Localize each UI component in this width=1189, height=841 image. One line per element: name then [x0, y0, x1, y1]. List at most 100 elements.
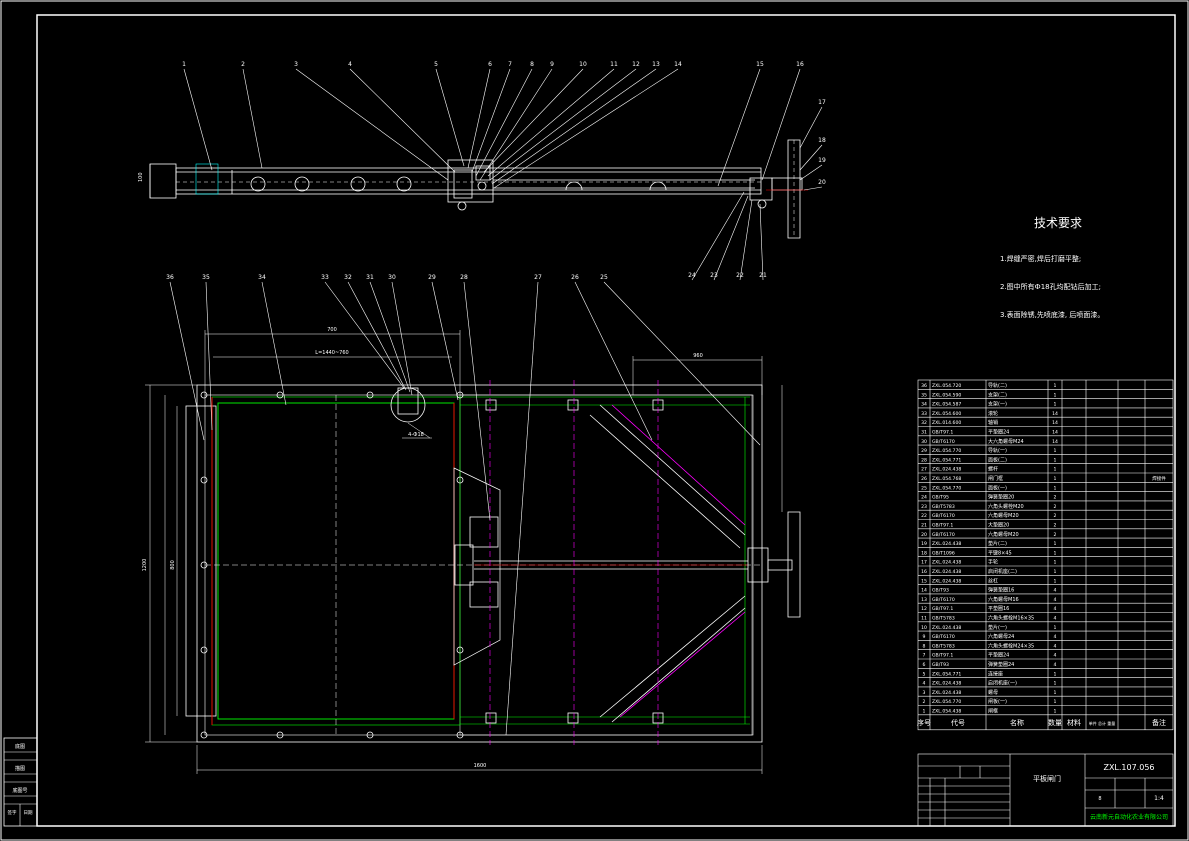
- dimensions: [145, 330, 783, 774]
- bom-cell: 31: [921, 430, 927, 436]
- side-balloon-19: 19: [818, 157, 826, 164]
- side-balloon-18: 18: [818, 137, 826, 144]
- bom-cell: ZXL.024.438: [932, 625, 961, 631]
- bom-cell: 2: [1054, 532, 1057, 538]
- bom-cell: 4: [1054, 643, 1057, 649]
- bom-cell: 4: [1054, 653, 1057, 659]
- bom-header-4: 材料: [1067, 718, 1081, 727]
- bom-cell: 螺杆: [988, 466, 998, 473]
- drawing-name: 平板闸门: [1033, 774, 1061, 783]
- bom-cell: 10: [921, 625, 927, 631]
- bom-cell: GB/T5783: [932, 643, 955, 649]
- front-balloon-7: 31: [366, 274, 374, 281]
- bom-cell: ZXL.024.438: [932, 560, 961, 566]
- bom-cell: GB/T6170: [932, 513, 955, 519]
- stamp-label-3: 签字: [8, 809, 17, 816]
- bom-cell: 2: [1054, 513, 1057, 519]
- bom-cell: 大六角螺母M24: [988, 438, 1024, 445]
- left-stamp: 底图 描图 底图号 签字 日期: [3, 737, 38, 827]
- bom-cell: ZXL.054.770: [932, 699, 961, 705]
- front-balloon-4: 28: [460, 274, 468, 281]
- bom-cell: 闸板(一): [988, 698, 1007, 705]
- dimension-texts: 1600 700 L=1440~760 960 1200 800 4-Ф18: [142, 327, 703, 769]
- bom-cell: 15: [921, 578, 927, 584]
- bom-cell: 1: [1054, 541, 1057, 547]
- bom-cell: 14: [1052, 430, 1058, 436]
- bom-cell: ZXL.054.587: [932, 402, 961, 408]
- bom-cell: GB/T97.1: [932, 523, 953, 529]
- bom-header-6: 备注: [1152, 718, 1166, 727]
- bom-cell: 1: [1054, 467, 1057, 473]
- bom-cell: ZXL.054.771: [932, 457, 961, 463]
- bom-cell: 5: [923, 671, 926, 677]
- bom-cell: 4: [1054, 597, 1057, 603]
- front-balloon-6: 30: [388, 274, 396, 281]
- stamp-label-4: 日期: [24, 810, 33, 816]
- bom-cell: ZXL.024.438: [932, 467, 961, 473]
- bom-cell: 平键8×45: [988, 549, 1012, 556]
- bom-cell: ZXL.054.590: [932, 392, 961, 398]
- bom-cell: GB/T6170: [932, 634, 955, 640]
- bom-cell: 33: [921, 411, 927, 417]
- bom-cell: GB/T97.1: [932, 430, 953, 436]
- front-balloon-12: 36: [166, 274, 174, 281]
- bom-cell: 26: [921, 476, 927, 482]
- bom-cell: 六角螺母M20: [988, 531, 1019, 538]
- bom-cell: GB/T5783: [932, 504, 955, 510]
- bom-cell: 1: [1054, 392, 1057, 398]
- bom-cell: ZXL.024.438: [932, 541, 961, 547]
- bom-cell: 4: [1054, 634, 1057, 640]
- dim-inner-height: 800: [170, 560, 176, 570]
- side-balloon-24: 24: [688, 272, 696, 279]
- bom-cell: 启闭机座(二): [988, 568, 1017, 575]
- dim-overall-width: 1600: [474, 763, 487, 769]
- tech-note-0: 1.焊缝严密,焊后打磨平整;: [1000, 254, 1081, 263]
- dim-right-span: 960: [693, 353, 703, 359]
- front-balloon-1: 25: [600, 274, 608, 281]
- bom-cell: 14: [1052, 411, 1058, 417]
- bom-cell: 2: [1054, 495, 1057, 501]
- bom-cell: GB/T1096: [932, 550, 955, 556]
- bom-cell: 35: [921, 392, 927, 398]
- bom-cell: ZXL.014.600: [932, 420, 961, 426]
- bom-cell: ZXL.024.438: [932, 690, 961, 696]
- title-block: [917, 753, 1174, 827]
- bom-header-2: 名称: [1010, 718, 1024, 727]
- side-balloon-11: 11: [610, 61, 618, 68]
- bom-cell: 弹簧垫圈16: [988, 587, 1014, 594]
- bom-cell: 1: [1054, 671, 1057, 677]
- bom-cell: 9: [923, 634, 926, 640]
- bom-cell: 手轮: [988, 559, 998, 566]
- bom-header-3: 数量: [1048, 718, 1062, 727]
- bom-cell: ZXL.024.438: [932, 578, 961, 584]
- side-balloon-1: 1: [182, 61, 186, 68]
- inner-border: [36, 14, 1176, 827]
- front-balloon-10: 34: [258, 274, 266, 281]
- tech-requirements: 技术要求 1.焊缝严密,焊后打磨平整; 2.图中所有Ф18孔均配钻后加工; 3.…: [1000, 216, 1104, 319]
- dim-frame-width: 700: [327, 327, 337, 333]
- bom-cell: ZXL.024.438: [932, 681, 961, 687]
- bom-cell: ZXL.054.600: [932, 411, 961, 417]
- side-balloon-17: 17: [818, 99, 826, 106]
- bom-cell: 16: [921, 569, 927, 575]
- bom-cell: 六角头螺栓M16×35: [988, 615, 1034, 622]
- front-balloon-5: 29: [428, 274, 436, 281]
- bom-cell: 弹簧垫圈20: [988, 494, 1014, 501]
- bom-cell: 滚轮: [988, 410, 998, 417]
- side-balloon-23: 23: [710, 272, 718, 279]
- bom-header-5: 单件 总计 重量: [1089, 720, 1116, 726]
- bom-cell: 25: [921, 485, 927, 491]
- side-balloon-8: 8: [530, 61, 534, 68]
- bom-cell: 垫片(二): [988, 540, 1007, 547]
- dim-hole-note: 4-Ф18: [408, 432, 424, 438]
- bom-cell: 21: [921, 523, 927, 529]
- bom-cell: 支架(二): [988, 391, 1007, 398]
- bom-cell: 27: [921, 467, 927, 473]
- bom-cell: 启闭机座(一): [988, 680, 1017, 687]
- side-balloon-20: 20: [818, 179, 826, 186]
- bom-cell: 4: [1054, 588, 1057, 594]
- bom-cell: 1: [923, 709, 926, 715]
